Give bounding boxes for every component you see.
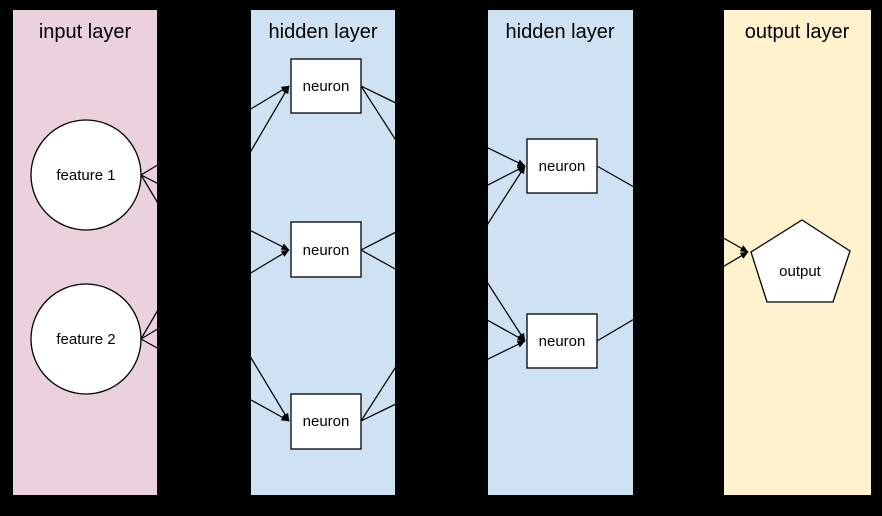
edge-h1n2-h2n2: [360, 249, 526, 342]
edge-h2n1-output: [596, 165, 749, 253]
node-h2-neuron-2: [526, 313, 598, 369]
node-h1-neuron-2: [290, 221, 362, 278]
label-h2-neuron-1: neuron: [539, 158, 586, 175]
label-h1-neuron-2: neuron: [303, 242, 350, 259]
edge-h1n2-h2n1: [360, 165, 526, 251]
node-feature-2: [30, 283, 142, 395]
label-feature-1: feature 1: [56, 167, 115, 184]
edge-h2n2-output: [596, 251, 749, 342]
node-h1-neuron-3: [290, 393, 362, 450]
panel-hidden-layer-2: [488, 10, 633, 495]
node-h1-neuron-1: [290, 58, 362, 114]
edge-h1n1-h2n2: [360, 85, 526, 342]
edge-feature2-h1n2: [140, 249, 290, 340]
edge-h1n3-h2n2: [360, 340, 526, 422]
label-output: output: [779, 263, 822, 280]
panel-input-layer: [13, 10, 157, 495]
edge-h1n3-h2n1: [360, 165, 526, 422]
edge-h1n1-h2n1: [360, 85, 526, 167]
label-h2-neuron-2: neuron: [539, 333, 586, 350]
edge-feature1-h1n1: [140, 85, 290, 176]
title-hidden-layer-1: hidden layer: [269, 21, 378, 43]
label-h1-neuron-3: neuron: [303, 413, 350, 430]
label-h1-neuron-1: neuron: [303, 78, 350, 95]
edge-feature1-h1n3: [140, 174, 290, 422]
title-hidden-layer-2: hidden layer: [506, 21, 615, 43]
title-output-layer: output layer: [745, 21, 850, 43]
node-output-pentagon: [750, 219, 851, 303]
edges: [140, 85, 749, 422]
label-feature-2: feature 2: [56, 331, 115, 348]
node-feature-1: [30, 119, 142, 231]
edge-feature2-h1n3: [140, 338, 290, 422]
title-input-layer: input layer: [39, 21, 132, 43]
node-h2-neuron-1: [526, 138, 598, 194]
edge-feature2-h1n1: [140, 85, 290, 340]
